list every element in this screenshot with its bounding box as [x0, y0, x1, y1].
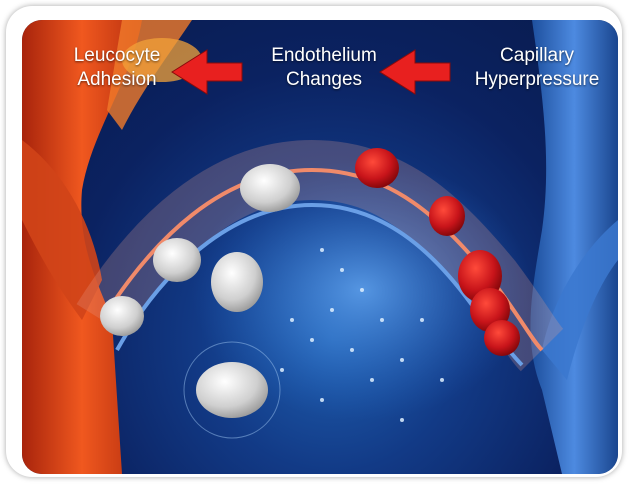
vein-vessel: [530, 20, 618, 474]
left-arrow-icon: [171, 49, 243, 95]
label-line: Changes: [285, 69, 363, 90]
red-blood-cells: [355, 148, 520, 356]
plasma-leakage: [280, 248, 444, 422]
capillary-hyperpressure-label: Capillary Hyperpressure: [462, 44, 612, 92]
microcirculation-illustration: [22, 20, 618, 474]
label-line: Hyperpressure: [474, 69, 600, 90]
label-line: Leucocyte: [73, 45, 161, 66]
endothelium-changes-label: Endothelium Changes: [240, 44, 408, 92]
label-line: Endothelium: [271, 45, 377, 66]
leucocytes: [100, 164, 300, 439]
label-line: Capillary: [500, 45, 574, 66]
image-frame: Leucocyte Adhesion Endothelium Changes C…: [6, 6, 622, 477]
label-line: Adhesion: [77, 69, 157, 90]
artery-vessel: [22, 20, 202, 474]
illustration-scene: Leucocyte Adhesion Endothelium Changes C…: [22, 20, 618, 474]
migrated-leucocyte: [196, 362, 268, 418]
leucocyte-adhesion-label: Leucocyte Adhesion: [42, 44, 192, 92]
left-arrow-icon: [379, 49, 451, 95]
